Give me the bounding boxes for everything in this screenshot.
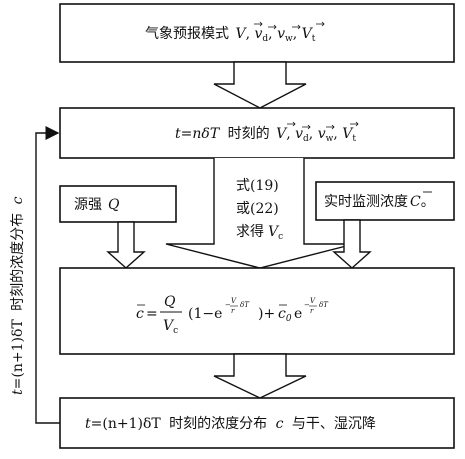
svg-text:c: c — [136, 306, 144, 322]
svg-text:源强Q: 源强Q — [74, 197, 120, 213]
wide-arrow-down-2 — [213, 353, 307, 399]
svg-text:)+: )+ — [258, 306, 275, 322]
vector-arrows-2 — [287, 121, 359, 130]
svg-text:δT: δT — [319, 301, 329, 309]
side-label: t=(n+1)δT 时刻的浓度分布 c — [10, 196, 26, 395]
svg-text:e: e — [294, 306, 302, 322]
svg-text:t=(n+1)δT 时刻的浓度分布: t=(n+1)δT 时刻的浓度分布 c 与干、湿沉降 — [85, 416, 376, 432]
time-n-box: t=nδT 时刻的 V, vd, vw, Vt — [59, 107, 455, 159]
vector-arrows-1 — [254, 21, 325, 30]
svg-text:r: r — [310, 307, 314, 315]
svg-text:式(19): 式(19) — [236, 178, 279, 194]
svg-text:−: − — [225, 301, 231, 309]
svg-text:Q: Q — [164, 294, 176, 310]
formula-box: c = Q Vc (1−e − V r δT )+ c0 e − V r δT — [59, 267, 455, 355]
svg-text:t=(n+1)δT 时刻的浓度分布: t=(n+1)δT 时刻的浓度分布 c — [10, 196, 26, 395]
svg-text:−: − — [304, 301, 310, 309]
svg-text:c0: c0 — [278, 306, 292, 324]
svg-text:V: V — [231, 297, 237, 305]
svg-text:或(22): 或(22) — [236, 201, 279, 217]
feedback-loop-line — [35, 126, 60, 424]
forecast-model-box: 气象预报模式 V, vd, vw, Vt — [59, 3, 455, 63]
wide-arrow-down-1 — [213, 61, 307, 109]
svg-text:气象预报模式 V, vd,: 气象预报模式 V, vd, vw, Vt — [145, 26, 316, 44]
source-arrow-down — [106, 221, 146, 269]
svg-text:=: = — [146, 306, 158, 322]
svg-text:(1−e: (1−e — [188, 306, 222, 322]
svg-text:δT: δT — [240, 301, 250, 309]
formula: c = Q Vc (1−e − V r δT )+ c0 e − V r δT — [136, 294, 329, 336]
svg-text:r: r — [231, 307, 235, 315]
monitor-arrow-down — [332, 219, 372, 269]
svg-text:V: V — [310, 297, 316, 305]
output-box: t=(n+1)δT 时刻的浓度分布 c 与干、湿沉降 — [59, 397, 455, 449]
svg-text:t=nδT 时刻的 V,: t=nδT 时刻的 V, vd, vw, Vt — [175, 126, 356, 144]
forecast-model-prefix: 气象预报模式 — [145, 26, 229, 42]
svg-text:Vc: Vc — [163, 318, 178, 336]
